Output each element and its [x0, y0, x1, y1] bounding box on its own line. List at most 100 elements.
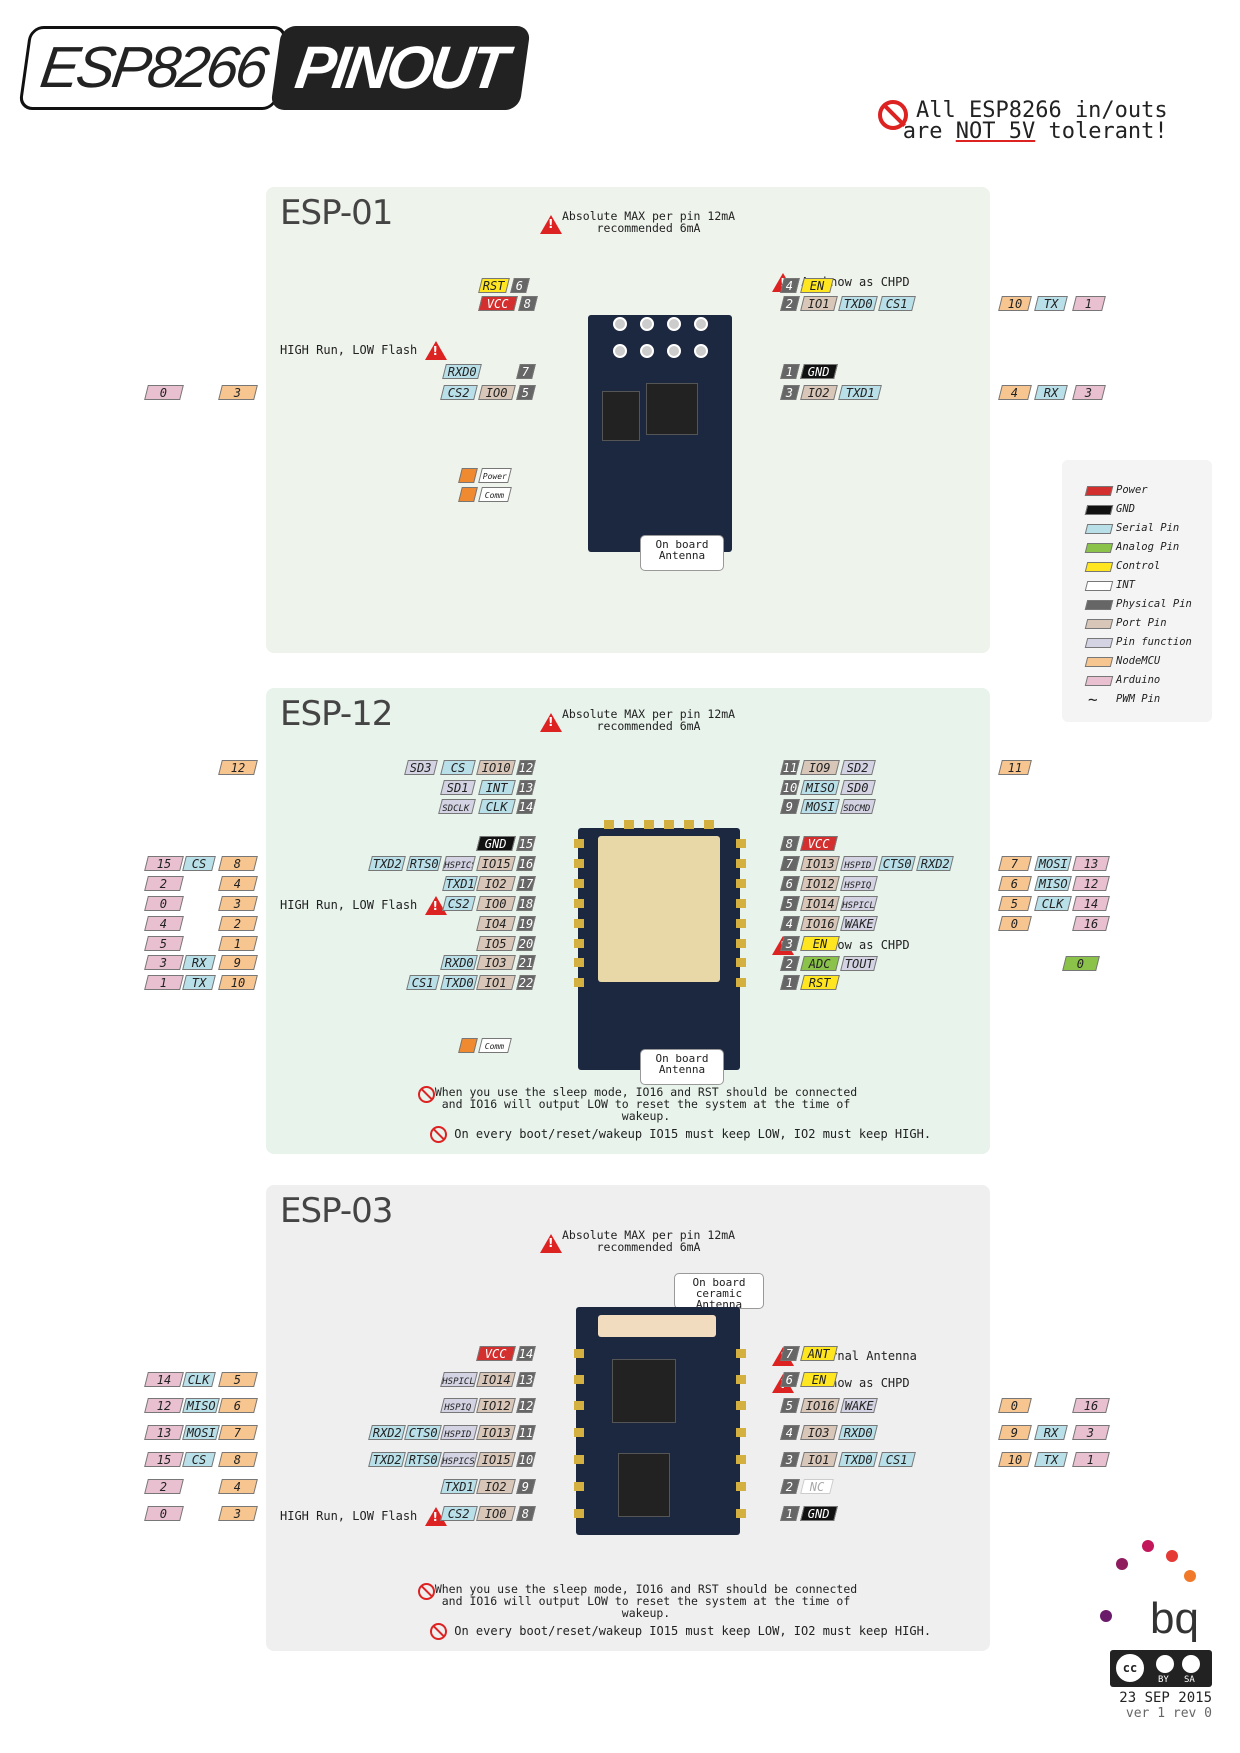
- sleep-note: When you use the sleep mode, IO16 and RS…: [416, 1583, 876, 1619]
- esp12-pin-tag: GND: [476, 836, 516, 851]
- esp03-pin-tag: IO12: [476, 1398, 516, 1413]
- esp01-pin-tag: TXD0: [838, 296, 878, 311]
- comm-led-label: Comm: [478, 1038, 512, 1053]
- cc-license-badge: cc BY SA: [1110, 1650, 1212, 1687]
- esp12-pin-tag-label: 0: [1011, 917, 1019, 931]
- ceramic-callout-line1: On board: [692, 1276, 746, 1289]
- legend-label: Analog Pin: [1116, 541, 1180, 553]
- esp12-pin-tag-label: CS: [191, 857, 206, 871]
- legend-label: GND: [1116, 503, 1135, 515]
- current-note-line2: recommended 6mA: [596, 1240, 701, 1254]
- esp01-flash: [602, 391, 640, 441]
- esp12-pin-tag: 0: [144, 896, 184, 911]
- esp03-pin-tag-label: 5: [234, 1373, 242, 1387]
- esp12-pin-tag-label: 2: [160, 877, 168, 891]
- esp12-pin-tag: CS: [440, 760, 476, 775]
- esp12-pin-tag-label: IO15: [481, 857, 511, 871]
- esp01-pin-tag: VCC: [478, 296, 518, 311]
- esp01-pin-tag: GND: [800, 364, 838, 379]
- esp12-pin-tag: SDCMD: [840, 799, 876, 814]
- esp12-pin-tag: 3: [144, 955, 184, 970]
- esp12-pin-tag: 4: [144, 916, 184, 931]
- esp12-pin-tag-label: 16: [518, 857, 534, 871]
- esp12-pin-tag-label: IO12: [805, 877, 835, 891]
- esp12-pin-tag-label: 10: [230, 976, 245, 990]
- esp03-pin-tag: CS2: [440, 1506, 478, 1521]
- esp03-pin-tag-label: 6: [234, 1399, 242, 1413]
- esp12-pin-tag-label: 10: [782, 781, 798, 795]
- esp12-pin-tag: TXD0: [440, 975, 478, 990]
- esp12-pin-tag-label: SD0: [846, 781, 869, 795]
- esp03-pin-tag: HSPICS: [440, 1452, 478, 1467]
- esp01-pin-tag: 3: [218, 385, 258, 400]
- esp03-pin-tag-label: IO1: [807, 1453, 830, 1467]
- esp03-pin-tag-label: 2: [786, 1480, 794, 1494]
- esp12-pin-tag-label: 1: [786, 976, 794, 990]
- esp01-pin-tag: 3: [1072, 385, 1106, 400]
- esp12-pin-tag: 10: [218, 975, 258, 990]
- esp03-pin-tag-label: 10: [518, 1453, 534, 1467]
- esp03-pin-tag-label: ANT: [807, 1347, 830, 1361]
- esp03-pin-tag: IO0: [476, 1506, 516, 1521]
- esp03-pin-tag-label: CS2: [447, 1507, 470, 1521]
- esp12-pin-tag-label: GND: [484, 837, 507, 851]
- esp12-pin-tag: IO13: [800, 856, 840, 871]
- panel-title-esp01: ESP-01: [280, 193, 393, 233]
- esp01-pin-tag: IO1: [800, 296, 838, 311]
- esp03-pin-tag-label: 7: [786, 1347, 794, 1361]
- esp03-pin-tag: IO13: [476, 1425, 516, 1440]
- esp12-pin-tag-label: HSPICS: [444, 861, 476, 871]
- legend-label: INT: [1116, 579, 1135, 591]
- esp01-pin-tag: IO0: [478, 385, 516, 400]
- esp12-pin-tag-label: IO14: [805, 897, 835, 911]
- esp12-pin-tag-label: 20: [518, 937, 534, 951]
- esp03-pin-tag: NC: [800, 1479, 834, 1494]
- current-note-line1: Absolute MAX per pin 12mA: [562, 209, 736, 223]
- esp03-pin-tag: VCC: [476, 1346, 516, 1361]
- esp03-pin-tag-label: 5: [786, 1399, 794, 1413]
- esp12-pin-tag-label: MOSI: [805, 800, 835, 814]
- esp03-pin-tag-label: HSPICLK: [442, 1377, 478, 1387]
- esp12-pin-tag-label: IO2: [484, 877, 507, 891]
- esp01-pin-tag: TX: [1034, 296, 1068, 311]
- esp03-pin-tag-label: CS1: [885, 1453, 908, 1467]
- esp12-pin-tag-label: HSPIQ: [844, 881, 872, 891]
- sleep-note: When you use the sleep mode, IO16 and RS…: [416, 1086, 876, 1122]
- esp12-pin-tag: 5: [998, 896, 1032, 911]
- esp12-pin-tag-label: 12: [518, 761, 534, 775]
- esp03-smt-pad: [574, 1375, 584, 1384]
- esp03-pin-tag: IO1: [800, 1452, 838, 1467]
- esp12-pin-tag-label: RXD2: [920, 857, 950, 871]
- esp01-pin-tag-label: VCC: [486, 297, 509, 311]
- esp12-pin-tag-label: MISO: [1038, 877, 1068, 891]
- esp12-pin-tag: MOSI: [1034, 856, 1072, 871]
- esp12-pin-tag: 12: [218, 760, 258, 775]
- highrun-label: HIGH Run, LOW Flash: [280, 343, 418, 357]
- esp01-pin-tag-label: 4: [786, 279, 794, 293]
- esp12-pin-tag-label: RTS0: [409, 857, 439, 871]
- esp12-pin-tag-label: TOUT: [844, 957, 874, 971]
- esp01-pin: [694, 344, 708, 358]
- esp01-pin-tag: TXD1: [838, 385, 882, 400]
- esp03-pin-tag-label: 2: [160, 1480, 168, 1494]
- legend-swatch: [1084, 676, 1114, 686]
- prohibited-icon: [418, 1583, 435, 1600]
- esp12-pin-tag-label: 3: [786, 937, 794, 951]
- esp01-pin-tag: RX: [1034, 385, 1068, 400]
- esp12-smt-pad: [736, 919, 746, 928]
- esp03-smt-pad: [736, 1428, 746, 1437]
- esp12-pin-tag-label: MISO: [805, 781, 835, 795]
- esp03-pin-tag-label: WAKE: [844, 1399, 874, 1413]
- esp12-pin-tag: 7: [998, 856, 1032, 871]
- highrun-note: HIGH Run, LOW Flash: [280, 1507, 447, 1526]
- esp12-smt-pad: [704, 820, 714, 829]
- esp12-pin-tag-label: 12: [1083, 877, 1098, 891]
- esp03-pin-tag-label: 9: [522, 1480, 530, 1494]
- esp03-pin-tag-label: GND: [807, 1507, 830, 1521]
- esp01-pin: [694, 317, 708, 331]
- esp03-pin-tag-label: 15: [156, 1453, 171, 1467]
- page-title: ESP8266 PINOUT: [18, 26, 531, 110]
- esp12-pin-tag: 12: [1072, 876, 1110, 891]
- esp01-pin: [640, 344, 654, 358]
- esp12-pin-tag: CLK: [478, 799, 516, 814]
